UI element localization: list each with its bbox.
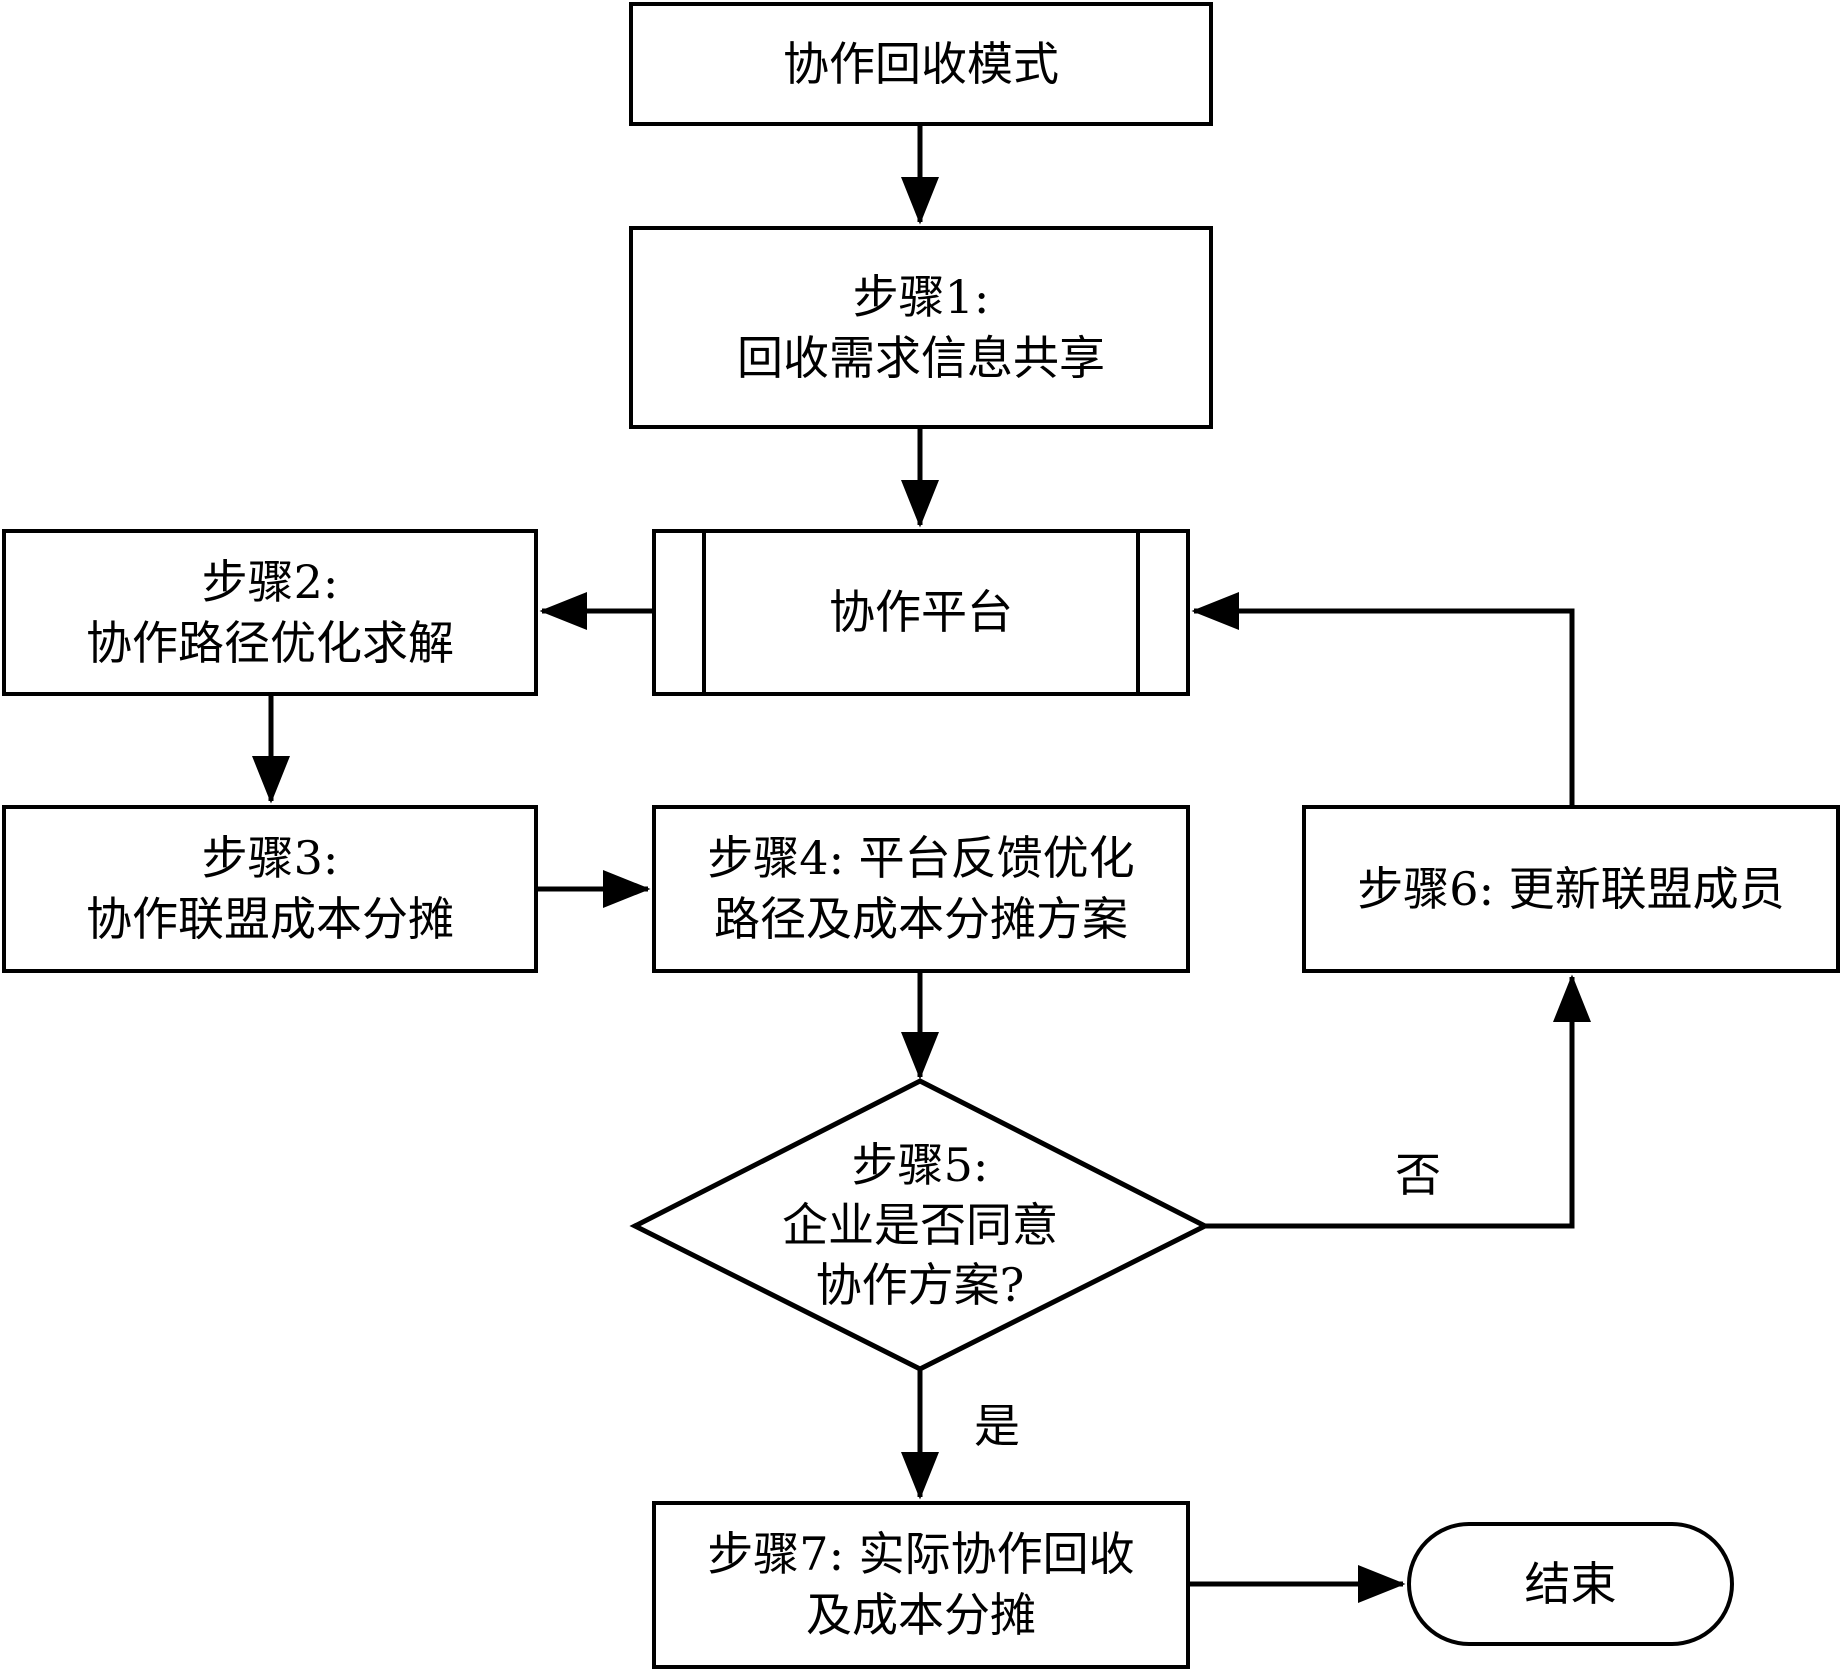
step1-node: 步骤1: 回收需求信息共享 [629,226,1213,429]
step1-title: 步骤1: [852,269,990,324]
platform-right-bar [1136,533,1140,692]
step6-node: 步骤6: 更新联盟成员 [1302,805,1840,973]
start-node-label: 协作回收模式 [783,36,1059,91]
edge-step6-platform [1191,592,1575,805]
edge-step5-step6 [1205,974,1591,1229]
platform-node: 协作平台 [652,529,1190,696]
step7-line1: 步骤7: 实际协作回收 [707,1527,1135,1582]
start-node: 协作回收模式 [629,2,1213,126]
step7-line2: 及成本分摊 [806,1588,1036,1642]
step4-line2: 路径及成本分摊方案 [714,892,1128,946]
step1-text: 回收需求信息共享 [737,330,1105,385]
edge-label-no: 否 [1395,1148,1441,1202]
step7-node: 步骤7: 实际协作回收 及成本分摊 [652,1501,1190,1669]
step2-title: 步骤2: [201,554,339,609]
step5-node: 步骤5: 企业是否同意 协作方案? [680,1106,1160,1346]
step4-line1: 步骤4: 平台反馈优化 [707,831,1135,886]
step3-title: 步骤3: [201,831,339,886]
platform-left-bar [702,533,706,692]
step5-line2: 企业是否同意 [782,1198,1058,1253]
platform-label: 协作平台 [829,585,1013,640]
step3-text: 协作联盟成本分摊 [86,892,454,946]
step2-node: 步骤2: 协作路径优化求解 [2,529,538,696]
step3-node: 步骤3: 协作联盟成本分摊 [2,805,538,973]
step5-line3: 协作方案? [815,1257,1025,1312]
step5-decision-shape [629,1078,1211,1372]
step5-title: 步骤5: [851,1138,989,1193]
step2-text: 协作路径优化求解 [86,615,454,670]
end-label: 结束 [1524,1556,1617,1611]
step6-label: 步骤6: 更新联盟成员 [1357,861,1785,916]
end-node: 结束 [1407,1522,1734,1646]
step4-node: 步骤4: 平台反馈优化 路径及成本分摊方案 [652,805,1190,973]
edge-label-yes: 是 [974,1399,1020,1453]
